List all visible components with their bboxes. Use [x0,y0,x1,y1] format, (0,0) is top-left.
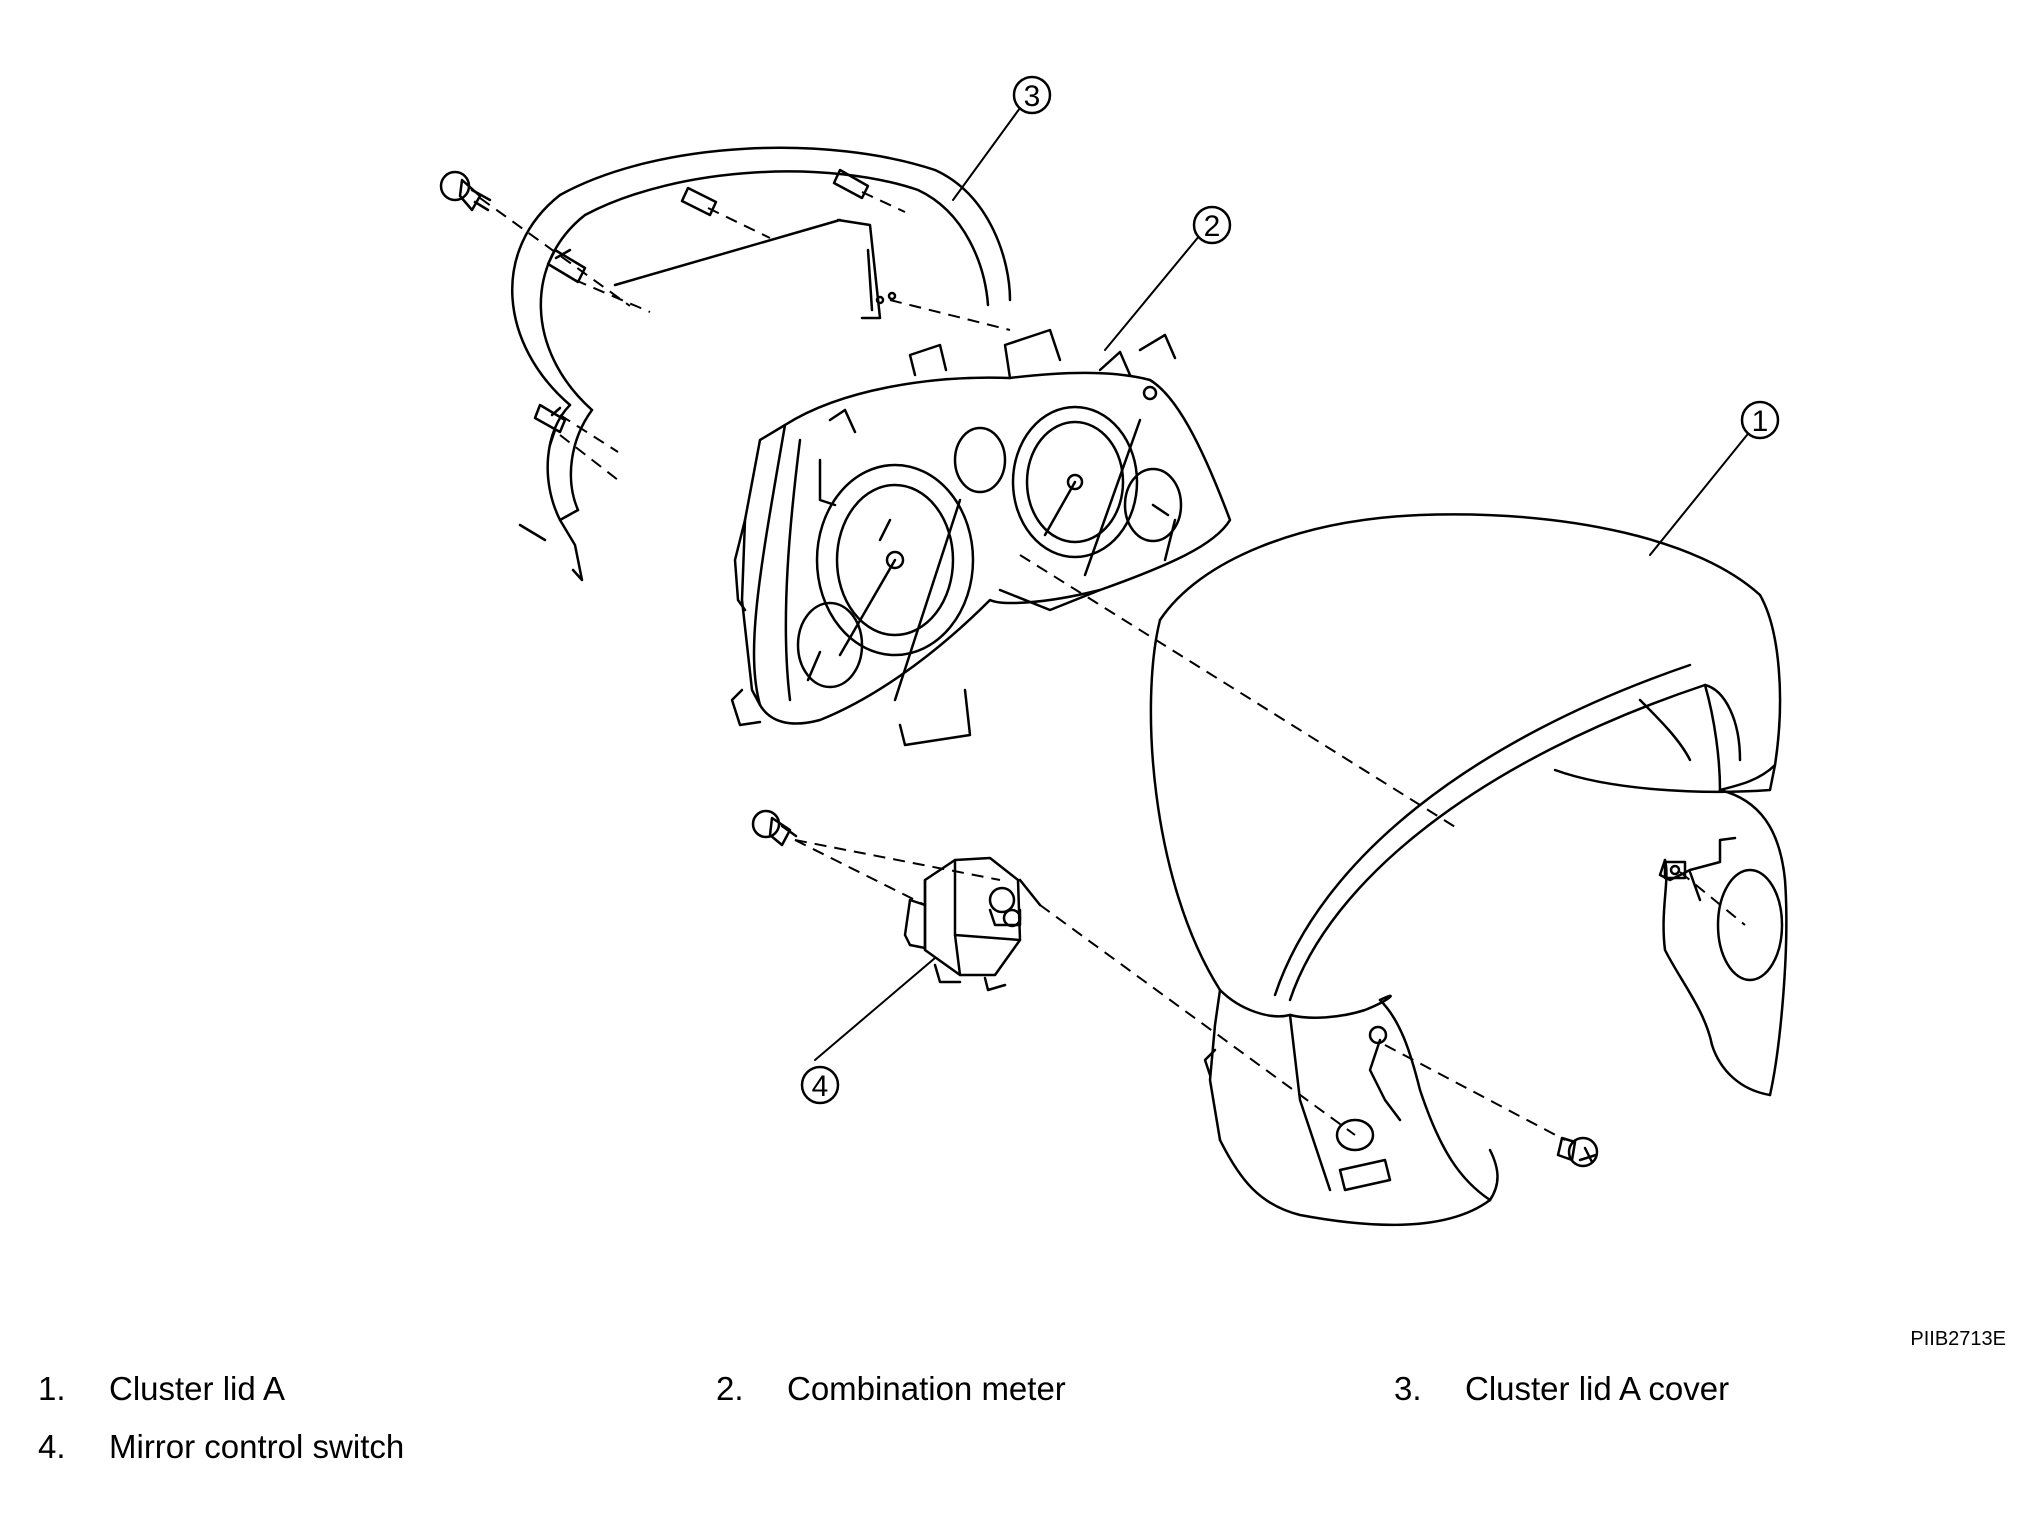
svg-text:2: 2 [1204,210,1221,243]
tachometer-gauge-icon [1011,405,1139,559]
callout-2: 2 [1192,205,1232,245]
small-gauge-icon [1123,467,1183,543]
cluster-lid-a [1149,513,1788,1227]
legend-number: 1. [38,1370,66,1407]
svg-text:1: 1 [1752,405,1769,438]
locating-pin-icon [832,168,870,200]
legend-label: Combination meter [787,1370,1066,1407]
clip-icon [751,809,798,847]
cluster-lid-a-cover [510,146,1012,582]
exploded-parts-diagram: 3 2 1 4 [439,75,1788,1227]
callout-4: 4 [800,1065,840,1105]
legend-label: Cluster lid A [109,1370,286,1407]
svg-text:3: 3 [1024,80,1041,113]
locating-pin-icon [680,186,718,217]
small-gauge-icon [796,601,864,689]
legend-number: 3. [1394,1370,1422,1407]
parts-legend: 1. Cluster lid A 2. Combination meter 3.… [0,1370,2036,1510]
legend-number: 2. [716,1370,744,1407]
locating-pin-icon [533,403,567,447]
small-gauge-icon [953,426,1007,494]
locating-pin-icon [546,248,587,284]
clip-icon [439,170,492,212]
figure-id: PIIB2713E [1910,1328,2006,1350]
legend-number: 4. [38,1428,66,1465]
speedometer-gauge-icon [815,463,975,657]
callout-1: 1 [1740,400,1780,440]
svg-text:4: 4 [812,1070,829,1103]
legend-label: Cluster lid A cover [1465,1370,1730,1407]
callout-3: 3 [1012,75,1052,115]
legend-label: Mirror control switch [109,1428,405,1465]
clip-icon [1556,1136,1599,1168]
combination-meter [730,328,1232,747]
mirror-control-switch [903,856,1042,992]
